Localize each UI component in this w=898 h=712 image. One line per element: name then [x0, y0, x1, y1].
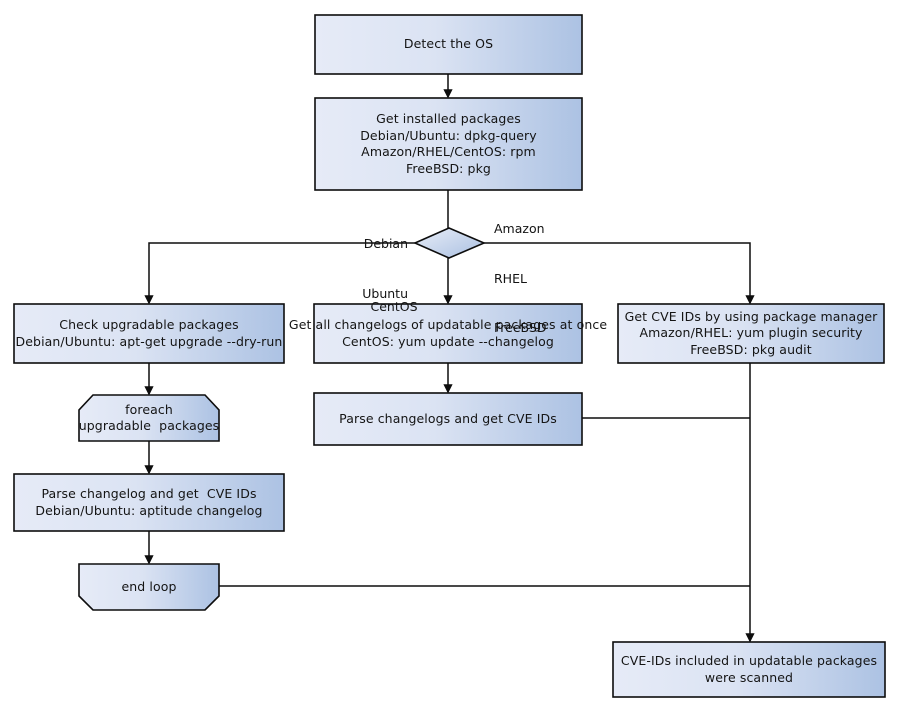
- node-get-installed-packages[interactable]: [314, 97, 583, 191]
- node-parse-changelog-debian[interactable]: [13, 473, 285, 532]
- node-check-upgradable-packages[interactable]: [13, 303, 285, 364]
- node-end-loop[interactable]: [78, 563, 220, 611]
- node-get-cve-ids-package-manager[interactable]: [617, 303, 885, 364]
- node-foreach-loop-start[interactable]: [78, 394, 220, 442]
- edges-layer: [144, 74, 755, 643]
- edge-decision-to-check-upgradable: [144, 242, 415, 305]
- node-get-all-changelogs-centos[interactable]: [313, 303, 583, 364]
- nodes-layer: [13, 14, 886, 698]
- node-detect-os[interactable]: [314, 14, 583, 75]
- node-scan-complete[interactable]: [612, 641, 886, 698]
- node-os-decision-diamond[interactable]: [413, 227, 487, 259]
- node-parse-changelogs-centos[interactable]: [313, 392, 583, 446]
- edge-decision-to-cve-pkg-manager: [484, 242, 755, 305]
